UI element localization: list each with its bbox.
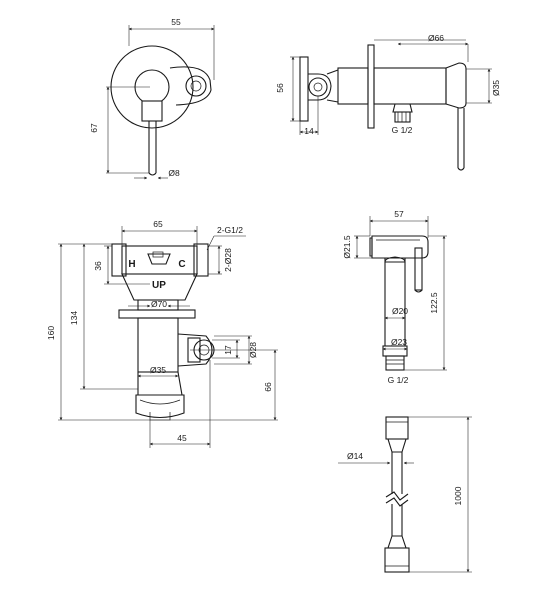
dim-front-height: 67 bbox=[89, 123, 99, 133]
dim-collar: Ø23 bbox=[391, 337, 407, 347]
hose-view: Ø14 1000 bbox=[338, 416, 472, 573]
dim-body: Ø35 bbox=[150, 365, 166, 375]
dim-head-height: 122.5 bbox=[429, 292, 439, 314]
up-mark: UP bbox=[152, 280, 166, 291]
side-view-top: Ø66 56 14 Ø35 G 1/2 bbox=[275, 33, 501, 171]
dim-side-thread: G 1/2 bbox=[392, 125, 413, 135]
dim-side-depth: 14 bbox=[304, 126, 314, 136]
dim-hose-length: 1000 bbox=[453, 486, 463, 505]
dim-nozzle: Ø21.5 bbox=[342, 235, 352, 258]
dim-front-pipe: Ø8 bbox=[168, 168, 180, 178]
dim-base-width: 45 bbox=[177, 433, 187, 443]
front-view-top: 55 67 Ø8 bbox=[89, 17, 215, 180]
hot-mark: H bbox=[128, 259, 135, 270]
dim-head-length: 57 bbox=[394, 209, 404, 219]
dim-threads: 2-G1/2 bbox=[217, 225, 243, 235]
dim-flange: Ø70 bbox=[151, 299, 167, 309]
valve-body-view: H C UP 65 2-G1/2 2-Ø28 bbox=[46, 219, 278, 448]
dim-front-width: 55 bbox=[171, 17, 181, 27]
shower-head-view: 57 Ø21.5 122.5 Ø20 Ø23 G 1/2 bbox=[342, 209, 447, 385]
dim-holes: 2-Ø28 bbox=[223, 248, 233, 272]
dim-lower-height: 66 bbox=[263, 382, 273, 392]
dim-grip: Ø20 bbox=[392, 306, 408, 316]
dim-head-thread: G 1/2 bbox=[388, 375, 409, 385]
dim-upper-height: 134 bbox=[69, 311, 79, 325]
dim-side-body: Ø66 bbox=[428, 33, 444, 43]
dim-plate-height: 36 bbox=[93, 261, 103, 271]
dim-side-height: 56 bbox=[275, 83, 285, 93]
dim-hose-dia: Ø14 bbox=[347, 451, 363, 461]
dim-plate-width: 65 bbox=[153, 219, 163, 229]
dim-total-height: 160 bbox=[46, 326, 56, 340]
cold-mark: C bbox=[178, 259, 185, 270]
dim-side-outlet: Ø35 bbox=[491, 80, 501, 96]
